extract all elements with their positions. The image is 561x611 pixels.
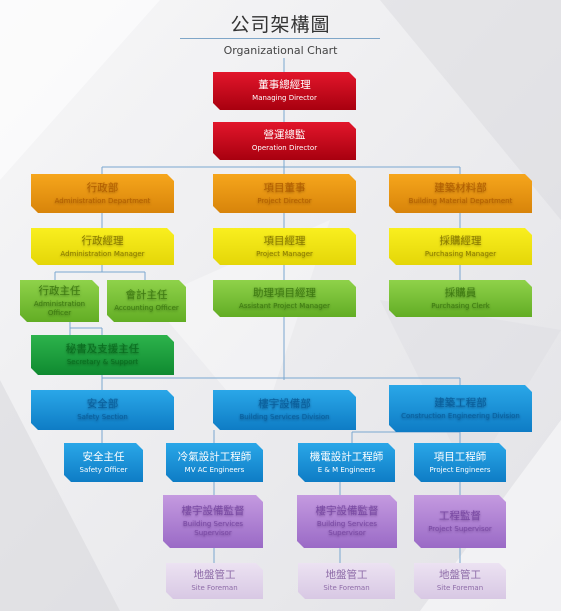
node-label-en: Secretary & Support [66, 358, 139, 367]
node-label-zh: 樓宇設備監督 [181, 505, 245, 518]
node-label-en: Building Services Division [239, 413, 330, 422]
node-building-material-department: 建築材料部 Building Material Department [389, 174, 532, 213]
node-label-zh: 項目經理 [263, 234, 306, 247]
node-label-en: Site Foreman [323, 584, 370, 593]
node-label-en: Building Services Supervisor [182, 520, 244, 538]
node-label-en: Purchasing Manager [424, 249, 497, 258]
node-administration-department: 行政部 Administration Department [31, 174, 174, 213]
node-label-en: Project Director [257, 196, 312, 205]
node-label-zh: 採購經理 [439, 234, 482, 247]
node-label-zh: 會計主任 [125, 289, 168, 302]
node-construction-engineering-division: 建築工程部 Construction Engineering Division [389, 385, 532, 432]
node-site-foreman-3: 地盤管工 Site Foreman [414, 563, 506, 599]
node-label-en: Assistant Project Manager [239, 301, 330, 310]
node-label-en: Purchasing Clerk [431, 301, 490, 310]
node-mvac-engineers: 冷氣設計工程師 MV AC Engineers [166, 443, 263, 482]
node-label-zh: 地盤管工 [193, 569, 236, 582]
node-administration-manager: 行政經理 Administration Manager [31, 228, 174, 265]
node-label-zh: 工程監督 [439, 509, 481, 522]
node-label-en: Project Manager [256, 249, 313, 258]
node-label-en: Project Supervisor [428, 524, 492, 533]
node-label-zh: 項目工程師 [433, 450, 487, 463]
chart-title: 公司架構圖 [230, 14, 331, 36]
node-label-zh: 行政主任 [38, 284, 81, 297]
node-label-en: Safety Officer [79, 465, 128, 474]
node-label-zh: 採購員 [444, 286, 477, 299]
node-label-en: Site Foreman [436, 584, 484, 593]
node-site-foreman-2: 地盤管工 Site Foreman [298, 563, 395, 599]
node-site-foreman-1: 地盤管工 Site Foreman [166, 563, 263, 599]
node-label-en: Project Engineers [429, 465, 491, 474]
node-label-zh: 董事總經理 [258, 79, 311, 92]
node-label-en: Administration Department [54, 196, 151, 205]
node-label-zh: 樓宇設備監督 [315, 505, 379, 518]
node-label-zh: 地盤管工 [439, 569, 481, 582]
node-project-engineers: 項目工程師 Project Engineers [414, 443, 506, 482]
node-label-en: Administration Manager [60, 249, 145, 258]
node-label-en: Accounting Officer [114, 304, 179, 313]
node-building-services-supervisor-1: 樓宇設備監督 Building Services Supervisor [163, 495, 263, 548]
node-label-en: Managing Director [252, 94, 317, 103]
node-label-zh: 行政經理 [81, 234, 124, 247]
title-divider [180, 38, 380, 39]
node-label-zh: 建築材料部 [434, 181, 487, 194]
node-label-en: Operation Director [251, 144, 318, 153]
node-managing-director: 董事總經理 Managing Director [213, 72, 356, 110]
node-label-zh: 樓宇設備部 [258, 398, 311, 411]
node-operation-director: 營運總監 Operation Director [213, 122, 356, 160]
node-safety-officer: 安全主任 Safety Officer [64, 443, 143, 482]
node-label-zh: 安全部 [86, 398, 119, 411]
node-label-en: Construction Engineering Division [401, 411, 520, 420]
node-purchasing-clerk: 採購員 Purchasing Clerk [389, 280, 532, 317]
node-label-zh: 建築工程部 [434, 396, 487, 409]
node-label-zh: 安全主任 [82, 450, 125, 463]
node-safety-section: 安全部 Safety Section [31, 390, 174, 430]
node-label-zh: 營運總監 [263, 129, 306, 142]
chart-subtitle: Organizational Chart [223, 44, 338, 57]
node-label-zh: 冷氣設計工程師 [177, 450, 252, 463]
node-building-services-supervisor-2: 樓宇設備監督 Building Services Supervisor [297, 495, 397, 548]
node-assistant-project-manager: 助理項目經理 Assistant Project Manager [213, 280, 356, 317]
node-label-zh: 項目董事 [263, 181, 306, 194]
node-project-director: 項目董事 Project Director [213, 174, 356, 213]
node-label-en: Site Foreman [191, 584, 238, 593]
node-secretary-support: 秘書及支援主任 Secretary & Support [31, 335, 174, 375]
node-label-zh: 行政部 [86, 181, 119, 194]
node-label-en: Administration Officer [33, 299, 86, 317]
node-label-zh: 機電設計工程師 [309, 450, 384, 463]
node-project-manager: 項目經理 Project Manager [213, 228, 356, 265]
node-accounting-officer: 會計主任 Accounting Officer [107, 280, 186, 322]
node-administration-officer: 行政主任 Administration Officer [20, 280, 99, 322]
node-label-zh: 地盤管工 [325, 569, 368, 582]
node-label-en: Building Material Department [408, 196, 513, 205]
node-label-en: Building Services Supervisor [316, 520, 378, 538]
node-label-en: MV AC Engineers [184, 465, 245, 474]
node-label-zh: 助理項目經理 [253, 286, 316, 299]
node-building-services-division: 樓宇設備部 Building Services Division [213, 390, 356, 430]
node-label-zh: 秘書及支援主任 [65, 343, 140, 356]
node-project-supervisor: 工程監督 Project Supervisor [414, 495, 506, 548]
node-label-en: Safety Section [77, 413, 128, 422]
node-purchasing-manager: 採購經理 Purchasing Manager [389, 228, 532, 265]
node-label-en: E & M Engineers [317, 465, 376, 474]
node-em-engineers: 機電設計工程師 E & M Engineers [298, 443, 395, 482]
